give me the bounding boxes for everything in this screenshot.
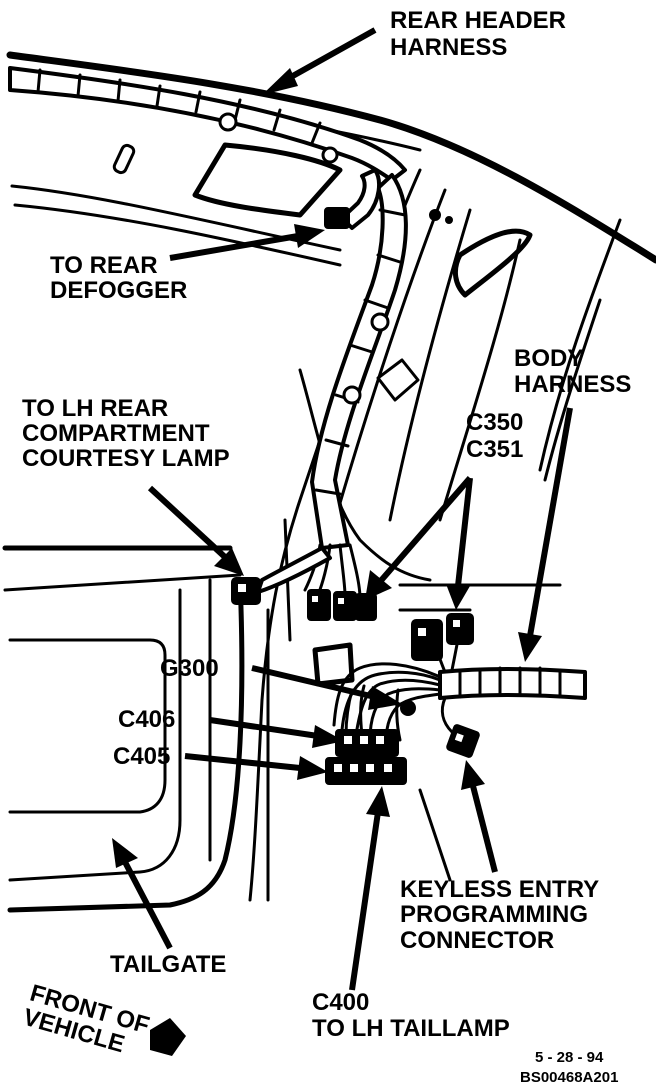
- callout-labels: REAR HEADER HARNESS TO REAR DEFOGGER TO …: [20, 7, 631, 1086]
- leader-arrows: [112, 27, 573, 991]
- courtesy-lamp-branch: [231, 546, 332, 605]
- label-to-rear-defogger: TO REAR DEFOGGER: [50, 252, 187, 304]
- label-c400-to-lh-taillamp: C400 TO LH TAILLAMP: [312, 989, 510, 1042]
- footer-date: 5 - 28 - 94: [535, 1049, 604, 1066]
- label-tailgate: TAILGATE: [110, 951, 226, 978]
- footer-drawing-code: BS00468A201: [520, 1069, 618, 1086]
- label-front-of-vehicle: FRONT OF VEHICLE: [20, 980, 159, 1066]
- vertical-pillar-harness: [310, 168, 453, 550]
- label-body-harness: BODY HARNESS: [514, 345, 631, 398]
- taillamp-wire-bundle: [325, 662, 442, 785]
- label-c405: C405: [113, 743, 170, 770]
- label-c350-c351: C350 C351: [466, 409, 530, 463]
- label-to-lh-rear-compartment-courtesy-lamp: TO LH REAR COMPARTMENT COURTESY LAMP: [22, 395, 230, 472]
- body-harness: [411, 613, 587, 758]
- body-openings: [112, 142, 533, 687]
- label-c406: C406: [118, 706, 175, 733]
- label-rear-header-harness: REAR HEADER HARNESS: [390, 7, 573, 61]
- front-direction-arrow-icon: [150, 1018, 186, 1056]
- pillar-connector-bundle: [303, 543, 377, 621]
- label-g300: G300: [160, 655, 219, 682]
- label-keyless-entry-programming-connector: KEYLESS ENTRY PROGRAMMING CONNECTOR: [400, 876, 605, 954]
